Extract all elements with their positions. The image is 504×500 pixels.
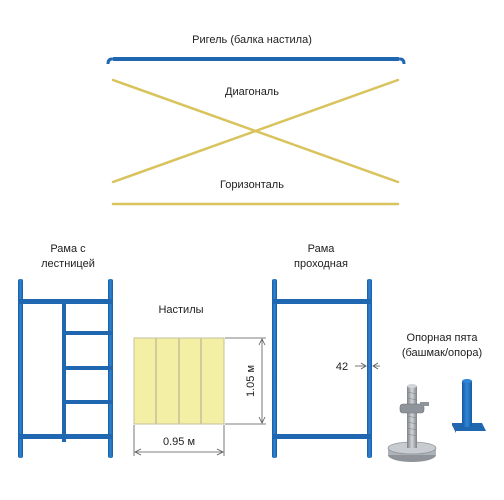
diagonal-label: Диагональ [225,86,279,98]
base-label-line1: Опорная пята [407,332,479,344]
decks-label: Настилы [158,304,203,316]
frame-with-ladder [18,279,113,458]
deck-panels [133,337,225,425]
pass-through-frame [272,279,372,458]
deck-width-label: 0.95 м [163,436,195,448]
tube-width-label: 42 [336,361,348,373]
rigel-label: Ригель (балка настила) [192,34,312,46]
deck-height-dimension [225,337,266,425]
rigel-beam [106,57,406,65]
diagonal-brace [111,78,400,184]
frame-pass-label-line2: проходная [294,258,348,270]
deck-width-dimension [133,425,225,456]
deck-height-label: 1.05 м [245,365,257,397]
fixed-base-plate [452,379,486,433]
frame-pass-label-line1: Рама [308,243,336,255]
tube-width-dimension [355,362,380,370]
frame-ladder-label-line2: лестницей [41,258,95,270]
base-label-line2: (башмак/опора) [402,347,482,359]
frame-ladder-label-line1: Рама с [50,243,86,255]
adjustable-base-jack [387,384,437,462]
horizontal-label: Горизонталь [220,179,284,191]
